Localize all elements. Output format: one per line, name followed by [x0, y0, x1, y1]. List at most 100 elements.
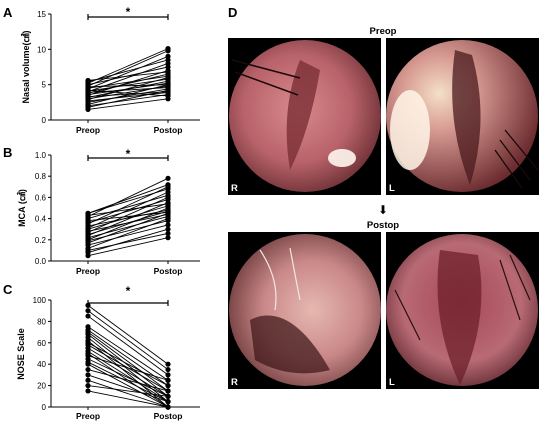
postop-point	[165, 230, 171, 237]
preop-left-hair	[494, 129, 539, 189]
postop-point	[165, 182, 171, 188]
preop-point	[85, 361, 91, 367]
chart-b: 0.00.20.40.60.81.0 MCA (㎠) Preop Postop …	[16, 147, 200, 276]
postop-point	[165, 404, 171, 410]
postop-point	[165, 93, 171, 99]
paired-line	[87, 379, 169, 408]
chart-b-significance: *	[126, 147, 131, 161]
postop-point	[165, 69, 171, 75]
paired-line	[87, 203, 169, 216]
paired-line	[87, 304, 169, 365]
panel-label-b: B	[3, 145, 12, 160]
paired-line	[87, 177, 169, 217]
chart-b-xtick-preop: Preop	[76, 266, 100, 276]
paired-line	[87, 342, 169, 386]
postop-point	[165, 82, 171, 88]
postop-point	[165, 73, 171, 79]
postop-point	[165, 222, 171, 228]
y-tick-label: 100	[33, 296, 47, 305]
y-tick-label: 0.0	[35, 257, 47, 266]
down-arrow-icon: ⬇	[378, 203, 388, 217]
paired-line	[87, 369, 169, 392]
paired-line	[87, 91, 169, 102]
panel-label-a: A	[3, 5, 13, 20]
postop-left-hair	[394, 254, 531, 341]
preop-right-hair	[231, 59, 301, 96]
postop-point	[165, 196, 171, 203]
chart-c-ylabel: NOSE Scale	[16, 328, 26, 380]
y-tick-label: 0.8	[35, 172, 47, 181]
y-tick-label: 0.2	[35, 236, 47, 245]
postop-point	[165, 372, 171, 378]
paired-line	[87, 331, 169, 392]
paired-line	[87, 50, 169, 87]
chart-a-xtick-preop: Preop	[76, 125, 100, 135]
paired-line	[87, 98, 169, 110]
preop-right-highlight	[328, 149, 356, 167]
paired-line	[87, 202, 169, 236]
chart-b-xtick-postop: Postop	[154, 266, 183, 276]
postop-right-hair	[259, 247, 301, 311]
preop-point	[85, 366, 91, 373]
postop-left-airway	[437, 250, 482, 385]
endoscopy-panel: Preop R L ⬇ Postop R	[228, 26, 539, 389]
preop-right-septum	[286, 60, 320, 170]
postop-point	[165, 201, 171, 207]
postop-point	[165, 226, 171, 232]
paired-line	[87, 347, 169, 397]
paired-line	[87, 310, 169, 370]
paired-line	[87, 385, 169, 397]
panel-label-d: D	[228, 5, 237, 20]
paired-line	[87, 48, 169, 84]
paired-line	[87, 237, 169, 257]
paired-line	[87, 220, 169, 242]
paired-line	[87, 212, 169, 244]
postop-point	[165, 192, 171, 198]
preop-point	[85, 372, 91, 378]
paired-line	[87, 358, 169, 397]
paired-line	[87, 361, 169, 403]
paired-line	[87, 363, 169, 408]
paired-line	[87, 374, 169, 403]
postop-point	[165, 209, 171, 215]
y-tick-label: 20	[37, 382, 46, 391]
postop-point	[165, 64, 171, 70]
paired-line	[87, 191, 169, 229]
postop-point	[165, 393, 171, 399]
preop-title: Preop	[370, 26, 397, 37]
chart-a-xtick-postop: Postop	[154, 125, 183, 135]
postop-point	[165, 399, 171, 405]
paired-line	[87, 78, 169, 92]
paired-line	[87, 315, 169, 376]
postop-point	[165, 366, 171, 373]
postop-images: R L	[228, 232, 539, 389]
paired-line	[87, 355, 169, 381]
paired-line	[87, 55, 169, 90]
chart-c-xtick-postop: Postop	[154, 411, 183, 421]
paired-line	[87, 213, 169, 232]
y-tick-label: 5	[42, 81, 47, 90]
postop-point	[165, 46, 171, 52]
y-tick-label: 0.4	[35, 215, 47, 224]
paired-line	[87, 211, 169, 222]
postop-title: Postop	[367, 220, 399, 231]
y-tick-label: 40	[37, 360, 46, 369]
paired-line	[87, 184, 169, 214]
preop-point	[85, 313, 91, 319]
paired-line	[87, 91, 169, 98]
paired-line	[87, 63, 169, 93]
paired-line	[87, 218, 169, 249]
preop-point	[85, 302, 91, 308]
paired-line	[87, 209, 169, 227]
y-tick-label: 80	[37, 317, 46, 326]
paired-line	[87, 84, 169, 88]
paired-line	[87, 89, 169, 97]
paired-line	[87, 216, 169, 239]
paired-line	[87, 205, 169, 230]
paired-line	[87, 228, 169, 253]
